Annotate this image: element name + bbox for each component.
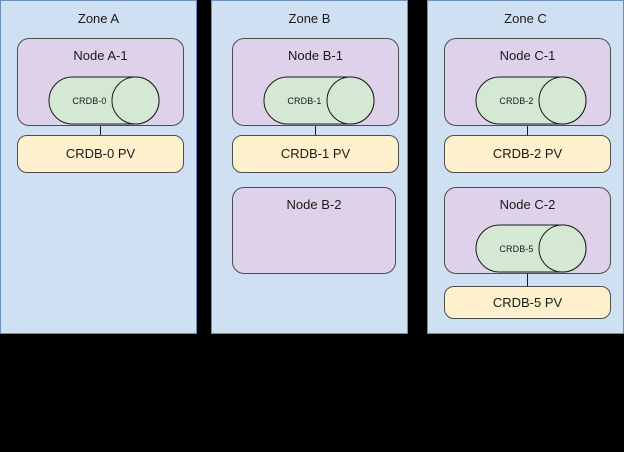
node-c-1-pv-connector <box>527 126 528 135</box>
zone-c-container: Zone C Node C-1 CRDB-2 CRDB-2 PV Node C-… <box>427 0 624 334</box>
crdb-0-database-icon: CRDB-0 <box>48 76 160 125</box>
crdb-2-pv-label: CRDB-2 PV <box>492 146 563 161</box>
node-c-2: Node C-2 CRDB-5 <box>444 187 611 274</box>
node-a-1: Node A-1 CRDB-0 <box>17 38 184 126</box>
node-c-1-title: Node C-1 <box>499 48 556 63</box>
zone-c-title: Zone C <box>504 11 547 26</box>
node-a-1-pv-connector <box>100 126 101 135</box>
crdb-1-pv-label: CRDB-1 PV <box>280 146 351 161</box>
crdb-0-pv-label: CRDB-0 PV <box>65 146 136 161</box>
node-a-1-title: Node A-1 <box>73 48 128 63</box>
crdb-5-pv: CRDB-5 PV <box>444 286 611 319</box>
crdb-1-pv: CRDB-1 PV <box>232 135 399 173</box>
node-b-1-title: Node B-1 <box>288 48 343 63</box>
node-c-1: Node C-1 CRDB-2 <box>444 38 611 126</box>
crdb-0-pv: CRDB-0 PV <box>17 135 184 173</box>
crdb-1-database-icon: CRDB-1 <box>263 76 375 125</box>
crdb-5-pv-label: CRDB-5 PV <box>492 294 563 310</box>
crdb-2-pv: CRDB-2 PV <box>444 135 611 173</box>
zone-b-title: Zone B <box>288 11 331 26</box>
crdb-2-database-icon: CRDB-2 <box>475 76 587 125</box>
node-c-2-pv-connector <box>527 274 528 286</box>
node-b-2-title: Node B-2 <box>286 197 342 212</box>
node-b-1-pv-connector <box>315 126 316 135</box>
node-b-1: Node B-1 CRDB-1 <box>232 38 399 126</box>
crdb-5-database-icon: CRDB-5 <box>475 224 587 273</box>
node-b-2: Node B-2 <box>232 187 396 274</box>
zone-a-title: Zone A <box>77 11 120 26</box>
zone-b-container: Zone B Node B-1 CRDB-1 CRDB-1 PV Node B-… <box>211 0 408 334</box>
zone-a-container: Zone A Node A-1 CRDB-0 CRDB-0 PV <box>0 0 197 334</box>
node-c-2-title: Node C-2 <box>499 197 556 212</box>
